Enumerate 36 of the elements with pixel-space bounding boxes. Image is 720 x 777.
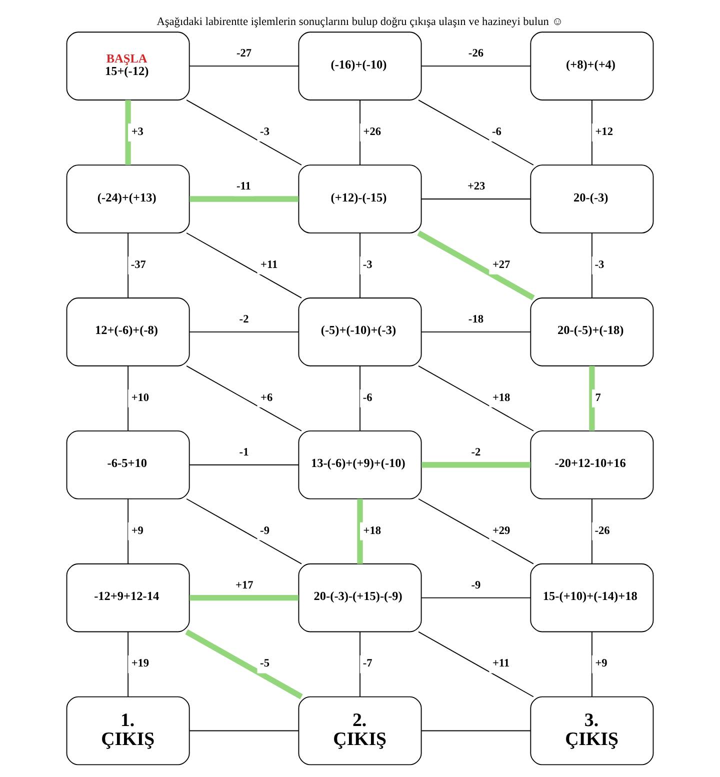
edge-label: +11	[260, 258, 278, 271]
edge-label: +26	[363, 126, 382, 138]
edge-label: +6	[260, 392, 273, 404]
edge-label: +9	[595, 658, 608, 670]
edge-label: -11	[236, 180, 251, 193]
edge-label: -37	[130, 258, 146, 271]
edge-label: +10	[131, 392, 150, 404]
diagram-title: Aşağıdaki labirentte işlemlerin sonuçlarını bulup doğru çıkışa ulaşın ve hazineyi bulun ☺	[156, 16, 564, 28]
edge-label: -26	[594, 524, 610, 537]
edge-label: -6	[362, 392, 372, 404]
edge-label: +19	[131, 658, 150, 670]
edge-label: -7	[362, 658, 372, 670]
edge-label: +9	[131, 524, 144, 537]
edge-label: +23	[467, 180, 486, 193]
edge-label: +29	[492, 524, 510, 537]
edge-label: +12	[595, 126, 613, 138]
edge-label: -2	[471, 446, 481, 459]
edge-label: +18	[492, 392, 510, 404]
edge-label: -9	[260, 524, 270, 537]
edge-label: -3	[362, 258, 372, 271]
edge-label: +18	[363, 524, 382, 537]
edge-label: -6	[492, 126, 502, 138]
edge-label: 7	[595, 392, 601, 404]
edge-label: +11	[492, 658, 510, 670]
edge-label: -3	[594, 258, 604, 271]
edge-label: -5	[260, 658, 270, 670]
edge-label: -27	[236, 48, 252, 60]
edge-label: -26	[468, 48, 484, 60]
edge-label: +17	[236, 579, 254, 592]
edge-label: -18	[468, 314, 484, 326]
edge-label: +27	[492, 258, 510, 271]
edge-label: +3	[131, 126, 144, 138]
edge-label: -1	[239, 446, 249, 459]
edge-label: -2	[239, 314, 249, 326]
edge-label: -3	[260, 126, 270, 138]
edge-label: -9	[471, 579, 481, 592]
